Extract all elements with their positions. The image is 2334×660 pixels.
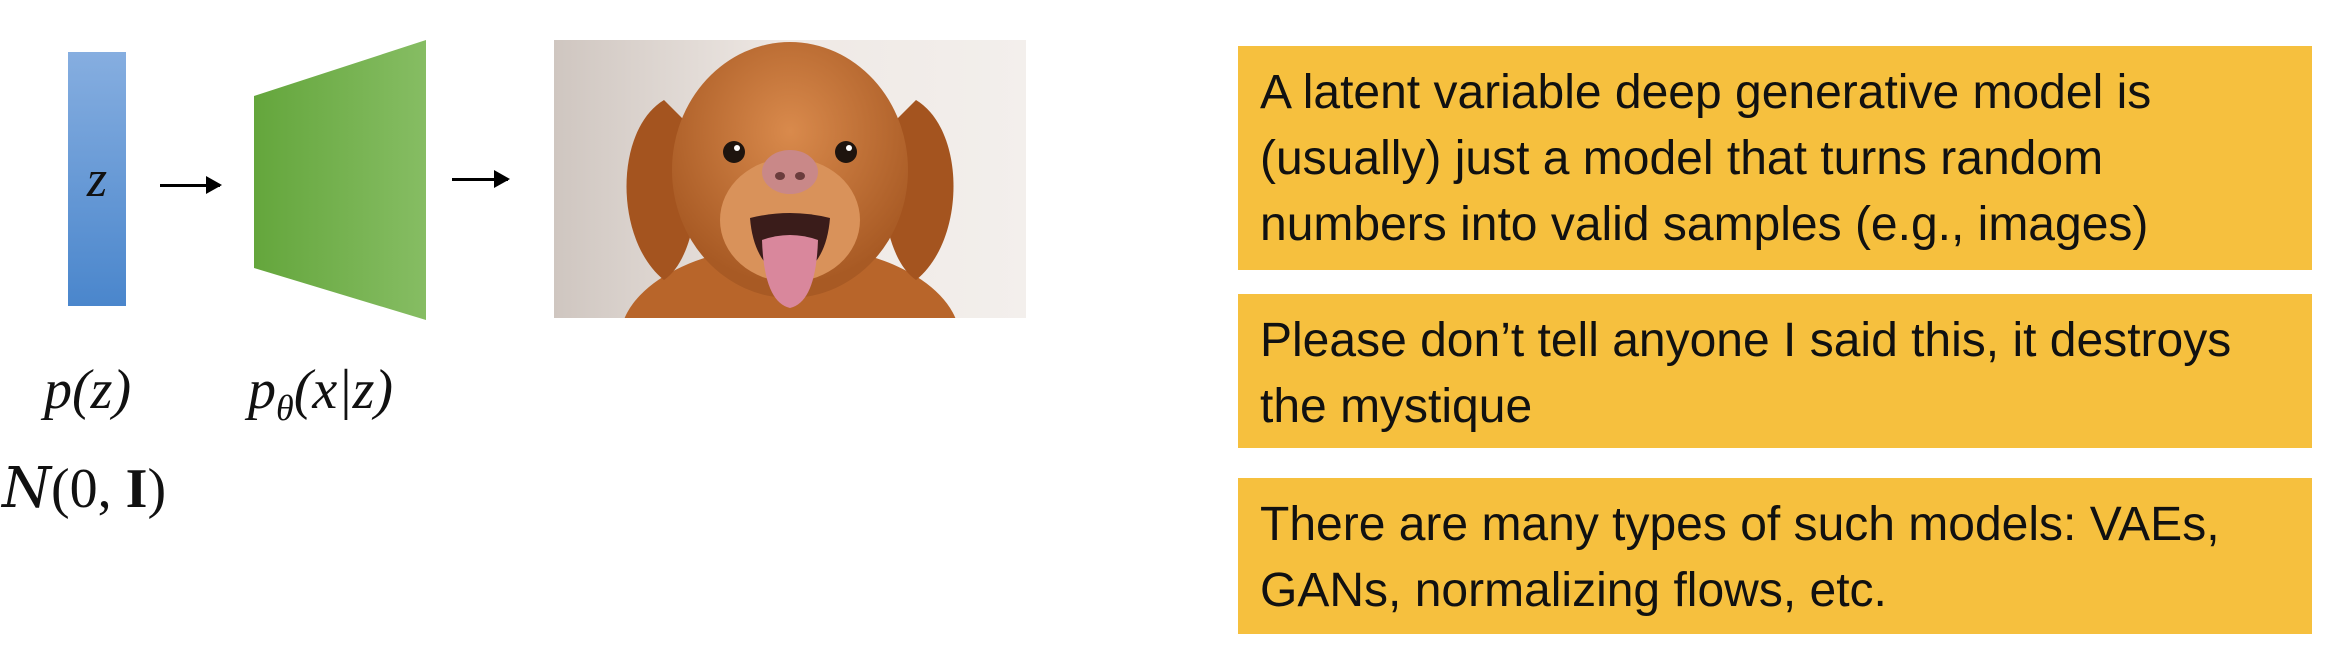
callout-line: Please don’t tell anyone I said this, it… — [1260, 314, 2232, 367]
distribution-args-close: ) — [147, 458, 167, 520]
decoder-label: pθ(x|z) — [248, 358, 393, 429]
decoder-label-p: p — [248, 359, 276, 421]
callout-mystique: Please don’t tell anyone I said this, it… — [1238, 294, 2312, 448]
arrow-latent-to-decoder — [160, 176, 222, 194]
callout-line: There are many types of such models: VAE… — [1260, 498, 2220, 551]
prior-distribution-label: N(0, I) — [2, 456, 166, 521]
identity-matrix-symbol: I — [125, 458, 148, 520]
decoder-label-theta: θ — [276, 388, 294, 429]
decoder-network-shape — [254, 40, 426, 320]
prior-label: p(z) — [44, 359, 132, 421]
callout-definition: A latent variable deep generative model … — [1238, 46, 2312, 270]
arrow-decoder-to-sample — [452, 170, 510, 188]
latent-symbol: z — [86, 150, 108, 208]
callout-line: the mystique — [1260, 380, 1533, 433]
callout-model-types: There are many types of such models: VAE… — [1238, 478, 2312, 634]
generated-sample-dog-image — [554, 40, 1026, 318]
distribution-args-open: (0, — [51, 458, 126, 520]
callout-line: (usually) just a model that turns random — [1260, 132, 2104, 185]
callout-line: GANs, normalizing flows, etc. — [1260, 564, 1887, 617]
callout-line: numbers into valid samples (e.g., images… — [1260, 198, 2149, 251]
latent-vector-block: z — [68, 52, 126, 306]
callout-line: A latent variable deep generative model … — [1260, 66, 2152, 119]
decoder-label-args: (x|z) — [293, 359, 394, 421]
normal-distribution-symbol: N — [2, 456, 51, 521]
